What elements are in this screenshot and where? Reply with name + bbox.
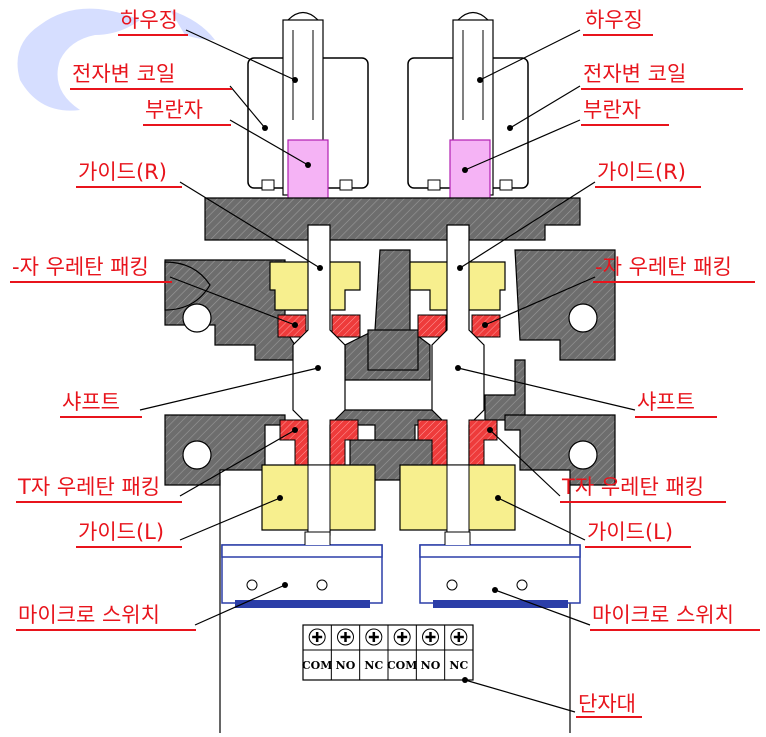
label-plunger-left: 부란자 (145, 98, 203, 122)
label-housing-right: 하우징 (585, 8, 643, 32)
terminal-screw-icon (365, 628, 383, 646)
label-guide-r-right: 가이드(R) (597, 160, 686, 184)
packing-t-right-b (468, 419, 498, 471)
terminal-label: NC (449, 659, 468, 672)
micro-switch-right (419, 531, 581, 608)
label-coil-right: 전자변 코일 (583, 62, 687, 86)
label-guide-l-right: 가이드(L) (587, 520, 674, 544)
label-plunger-right: 부란자 (583, 98, 641, 122)
label-micro-switch-right: 마이크로 스위치 (592, 603, 734, 627)
label-coil-left: 전자변 코일 (72, 62, 176, 86)
leader-dots (262, 77, 513, 683)
terminal-screw-icon (393, 628, 411, 646)
label-shaft-left: 샤프트 (62, 390, 120, 414)
valve-body-middle (164, 409, 616, 486)
label-packing-t-right: T자 우레탄 패킹 (562, 475, 705, 499)
terminal-label: NC (364, 659, 383, 672)
valve-body-upper (164, 197, 616, 421)
label-guide-r-left: 가이드(R) (78, 160, 167, 184)
terminal-screw-icon (337, 628, 354, 646)
terminal-label: COM (387, 659, 418, 672)
watermark-logo (17, 8, 215, 111)
label-terminal-block: 단자대 (578, 692, 636, 716)
label-packing-dash-left: -자 우레탄 패킹 (12, 255, 149, 279)
label-shaft-right: 샤프트 (637, 390, 695, 414)
label-guide-l-left: 가이드(L) (78, 520, 165, 544)
packing-dash-right-a (417, 314, 447, 338)
micro-switch-left (221, 531, 383, 608)
packing-dash-left-a (277, 314, 307, 338)
label-packing-t-left: T자 우레탄 패킹 (18, 475, 161, 499)
label-housing-left: 하우징 (120, 8, 178, 32)
terminal-label: NO (421, 659, 441, 672)
terminal-label: COM (302, 659, 333, 672)
label-packing-dash-right: -자 우레탄 패킹 (595, 255, 732, 279)
terminal-label: NO (336, 659, 356, 672)
packing-dash-left-b (331, 314, 361, 338)
terminal-screw-icon (422, 628, 439, 646)
label-micro-switch-left: 마이크로 스위치 (18, 603, 160, 627)
leader-lines (139, 29, 636, 713)
lower-housing (219, 480, 571, 733)
terminal-screw-icon (308, 628, 326, 646)
terminal-screw-icon (450, 628, 468, 646)
